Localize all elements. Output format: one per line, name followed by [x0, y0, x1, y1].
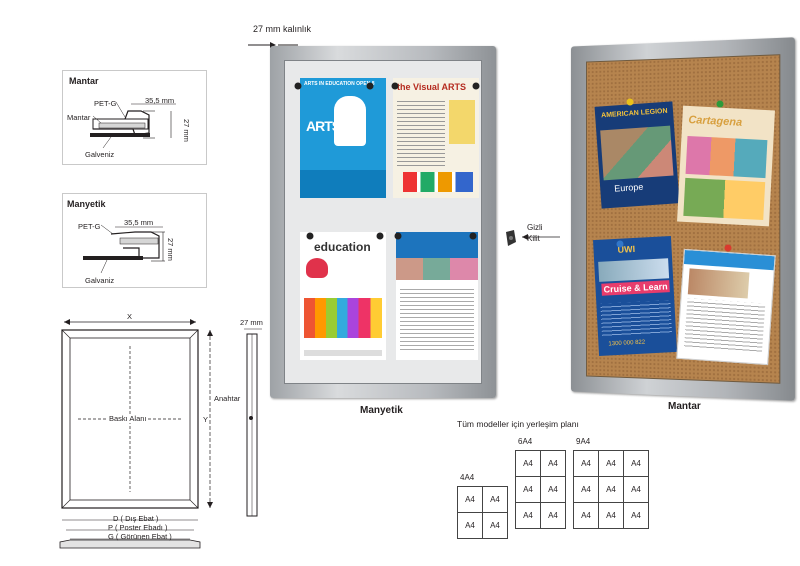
layout-cell: A4	[458, 487, 483, 513]
layout-4a4-label: 4A4	[460, 473, 474, 482]
layout-cell: A4	[483, 513, 508, 539]
layout-cell: A4	[574, 477, 599, 503]
side-profile-drawing	[242, 326, 266, 526]
layout-cell: A4	[458, 513, 483, 539]
layout-cell: A4	[541, 451, 566, 477]
layout-cell: A4	[599, 477, 624, 503]
layout-9a4-label: 9A4	[576, 437, 590, 446]
layout-cell: A4	[483, 487, 508, 513]
drawing-p-label: P ( Poster Ebadı )	[108, 523, 167, 532]
cork-pins	[590, 96, 790, 376]
layout-cell: A4	[574, 451, 599, 477]
layout-6a4-grid: A4 A4 A4 A4 A4 A4	[515, 450, 566, 529]
manyetik-profile-drawing	[63, 194, 206, 287]
layout-cell: A4	[541, 503, 566, 529]
layout-cell: A4	[574, 503, 599, 529]
lock-pointer	[500, 222, 570, 252]
layout-cell: A4	[541, 477, 566, 503]
layout-cell: A4	[599, 503, 624, 529]
mantar-profile-box: Mantar PET-G 35,5 mm Mantar 27 mm Galven…	[62, 70, 207, 165]
layout-9a4-grid: A4 A4 A4 A4 A4 A4 A4 A4 A4	[573, 450, 649, 529]
drawing-d-label: D ( Dış Ebat )	[113, 514, 158, 523]
mantar-profile-drawing	[63, 71, 206, 164]
magnetic-board-label: Manyetik	[360, 405, 403, 416]
layout-cell: A4	[599, 451, 624, 477]
cork-board-label: Mantar	[668, 401, 701, 412]
thickness-label: 27 mm kalınlık	[253, 24, 311, 34]
layout-cell: A4	[516, 477, 541, 503]
layout-4a4-grid: A4 A4 A4 A4	[457, 486, 508, 539]
key-label: Anahtar	[214, 394, 240, 403]
drawing-g-label: G ( Görünen Ebat )	[108, 532, 172, 541]
layout-cell: A4	[516, 451, 541, 477]
board-magnets	[290, 70, 490, 370]
layout-6a4-label: 6A4	[518, 437, 532, 446]
layout-cell: A4	[624, 451, 649, 477]
drawing-y-label: Y	[203, 415, 208, 424]
drawing-x-label: X	[127, 312, 132, 321]
layout-cell: A4	[516, 503, 541, 529]
layout-cell: A4	[624, 503, 649, 529]
layout-heading: Tüm modeller için yerleşim planı	[457, 419, 579, 429]
manyetik-profile-box: Manyetik PET-G 35,5 mm 27 mm Galvaniz	[62, 193, 207, 288]
layout-cell: A4	[624, 477, 649, 503]
drawing-area-label: Baskı Alanı	[108, 414, 148, 423]
